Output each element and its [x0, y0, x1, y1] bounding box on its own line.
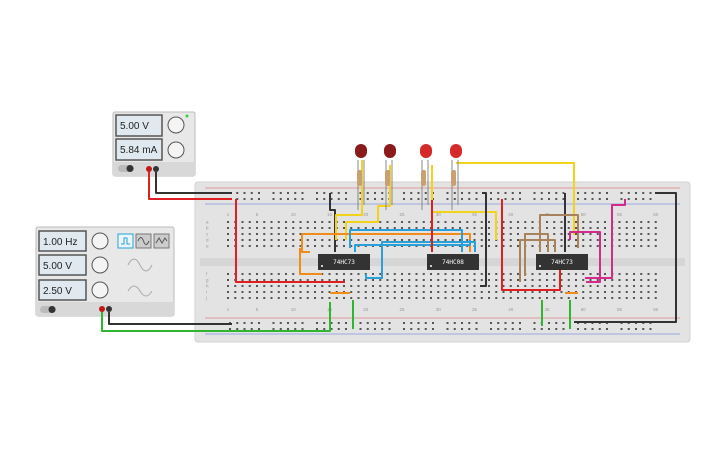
chip-74hc73-2[interactable]: 74HC73 [536, 254, 588, 270]
resistor[interactable] [421, 170, 426, 186]
column-number: 40 [508, 307, 514, 312]
wire-black[interactable] [155, 172, 232, 194]
wire-red[interactable] [501, 199, 561, 291]
frequency-knob[interactable] [91, 232, 109, 250]
positive-terminal[interactable] [146, 166, 152, 172]
column-number: 55 [617, 307, 623, 312]
column-number: 20 [363, 307, 369, 312]
negative-terminal[interactable] [153, 166, 159, 172]
wire-yellow[interactable] [335, 160, 363, 240]
wire-black[interactable] [480, 192, 487, 287]
column-number: 50 [581, 307, 587, 312]
row-letter: e [206, 244, 209, 249]
function-generator[interactable]: 1.00 Hz 5.00 V 2.50 V [35, 226, 175, 317]
amplitude-knob[interactable] [91, 256, 109, 274]
voltage-readout: 5.00 V [120, 121, 149, 132]
row-letter: c [206, 232, 209, 237]
wire-yellow[interactable] [456, 162, 575, 235]
chip-74hc73-1[interactable]: 74HC73 [318, 254, 370, 270]
led-2[interactable] [384, 144, 396, 210]
wire-brown[interactable] [519, 239, 556, 282]
column-number: 1 [227, 212, 230, 217]
wire-red[interactable] [235, 199, 345, 283]
offset-wave-icon [127, 285, 153, 297]
wire-blue[interactable] [365, 241, 476, 279]
fg-positive-terminal[interactable] [99, 306, 105, 312]
offset-knob[interactable] [91, 281, 109, 299]
column-number: 10 [291, 212, 297, 217]
column-number: 35 [472, 307, 478, 312]
column-number: 30 [436, 212, 442, 217]
row-letter: a [206, 220, 209, 225]
row-letter: g [206, 278, 209, 283]
column-number: 60 [653, 212, 659, 217]
wires [101, 160, 677, 332]
column-number: 20 [363, 212, 369, 217]
fg-negative-terminal[interactable] [106, 306, 112, 312]
column-number: 45 [544, 307, 550, 312]
column-number: 15 [327, 212, 333, 217]
amplitude-wave-icon [127, 258, 153, 272]
resistor[interactable] [357, 170, 362, 186]
column-number: 10 [291, 307, 297, 312]
wire-black[interactable] [108, 312, 232, 325]
column-number: 1 [227, 307, 230, 312]
chip-74hc08[interactable]: 74HC08 [427, 254, 479, 270]
square-wave-icon[interactable] [117, 233, 134, 249]
wire-brown[interactable] [524, 233, 549, 276]
column-number: 30 [436, 307, 442, 312]
resistor[interactable] [451, 170, 456, 186]
column-number: 5 [256, 307, 259, 312]
column-number: 60 [653, 307, 659, 312]
leds [355, 144, 462, 210]
wire-yellow[interactable] [431, 165, 497, 240]
wire-black[interactable] [574, 192, 677, 323]
column-number: 25 [399, 212, 405, 217]
row-letter: b [206, 226, 209, 231]
column-number: 50 [581, 212, 587, 217]
led-4[interactable] [450, 144, 462, 210]
column-number: 25 [399, 307, 405, 312]
amplitude-readout: 5.00 V [43, 261, 72, 272]
sine-wave-icon[interactable] [135, 233, 152, 249]
row-letter: f [206, 272, 208, 277]
current-readout: 5.84 mA [120, 145, 158, 156]
wire-orange[interactable] [299, 248, 322, 275]
column-number: 35 [472, 212, 478, 217]
offset-readout: 2.50 V [43, 286, 72, 297]
wire-yellow[interactable] [345, 165, 391, 240]
wire-magenta[interactable] [585, 199, 626, 279]
row-letter: h [206, 284, 209, 289]
row-letter: j [205, 296, 207, 301]
current-display [115, 138, 163, 161]
led-1[interactable] [355, 144, 367, 210]
chip-label: 74HC73 [551, 259, 573, 266]
wire-blue[interactable] [349, 229, 463, 252]
column-number: 40 [508, 212, 514, 217]
triangle-wave-icon[interactable] [153, 233, 170, 249]
led-3[interactable] [420, 144, 432, 210]
wire-magenta[interactable] [569, 231, 601, 283]
chip-label: 74HC73 [333, 259, 355, 266]
voltage-display [115, 114, 163, 137]
column-number: 5 [256, 212, 259, 217]
resistor[interactable] [385, 170, 390, 186]
chip-label: 74HC08 [442, 259, 464, 266]
current-knob[interactable] [167, 141, 185, 159]
wire-red[interactable] [148, 172, 232, 200]
column-number: 55 [617, 212, 623, 217]
power-led-icon [185, 114, 189, 118]
frequency-readout: 1.00 Hz [43, 237, 77, 248]
row-letter: i [206, 290, 207, 295]
voltage-knob[interactable] [167, 116, 185, 134]
row-letter: d [206, 238, 209, 243]
dc-power-supply[interactable]: 5.00 V 5.84 mA [112, 111, 196, 177]
